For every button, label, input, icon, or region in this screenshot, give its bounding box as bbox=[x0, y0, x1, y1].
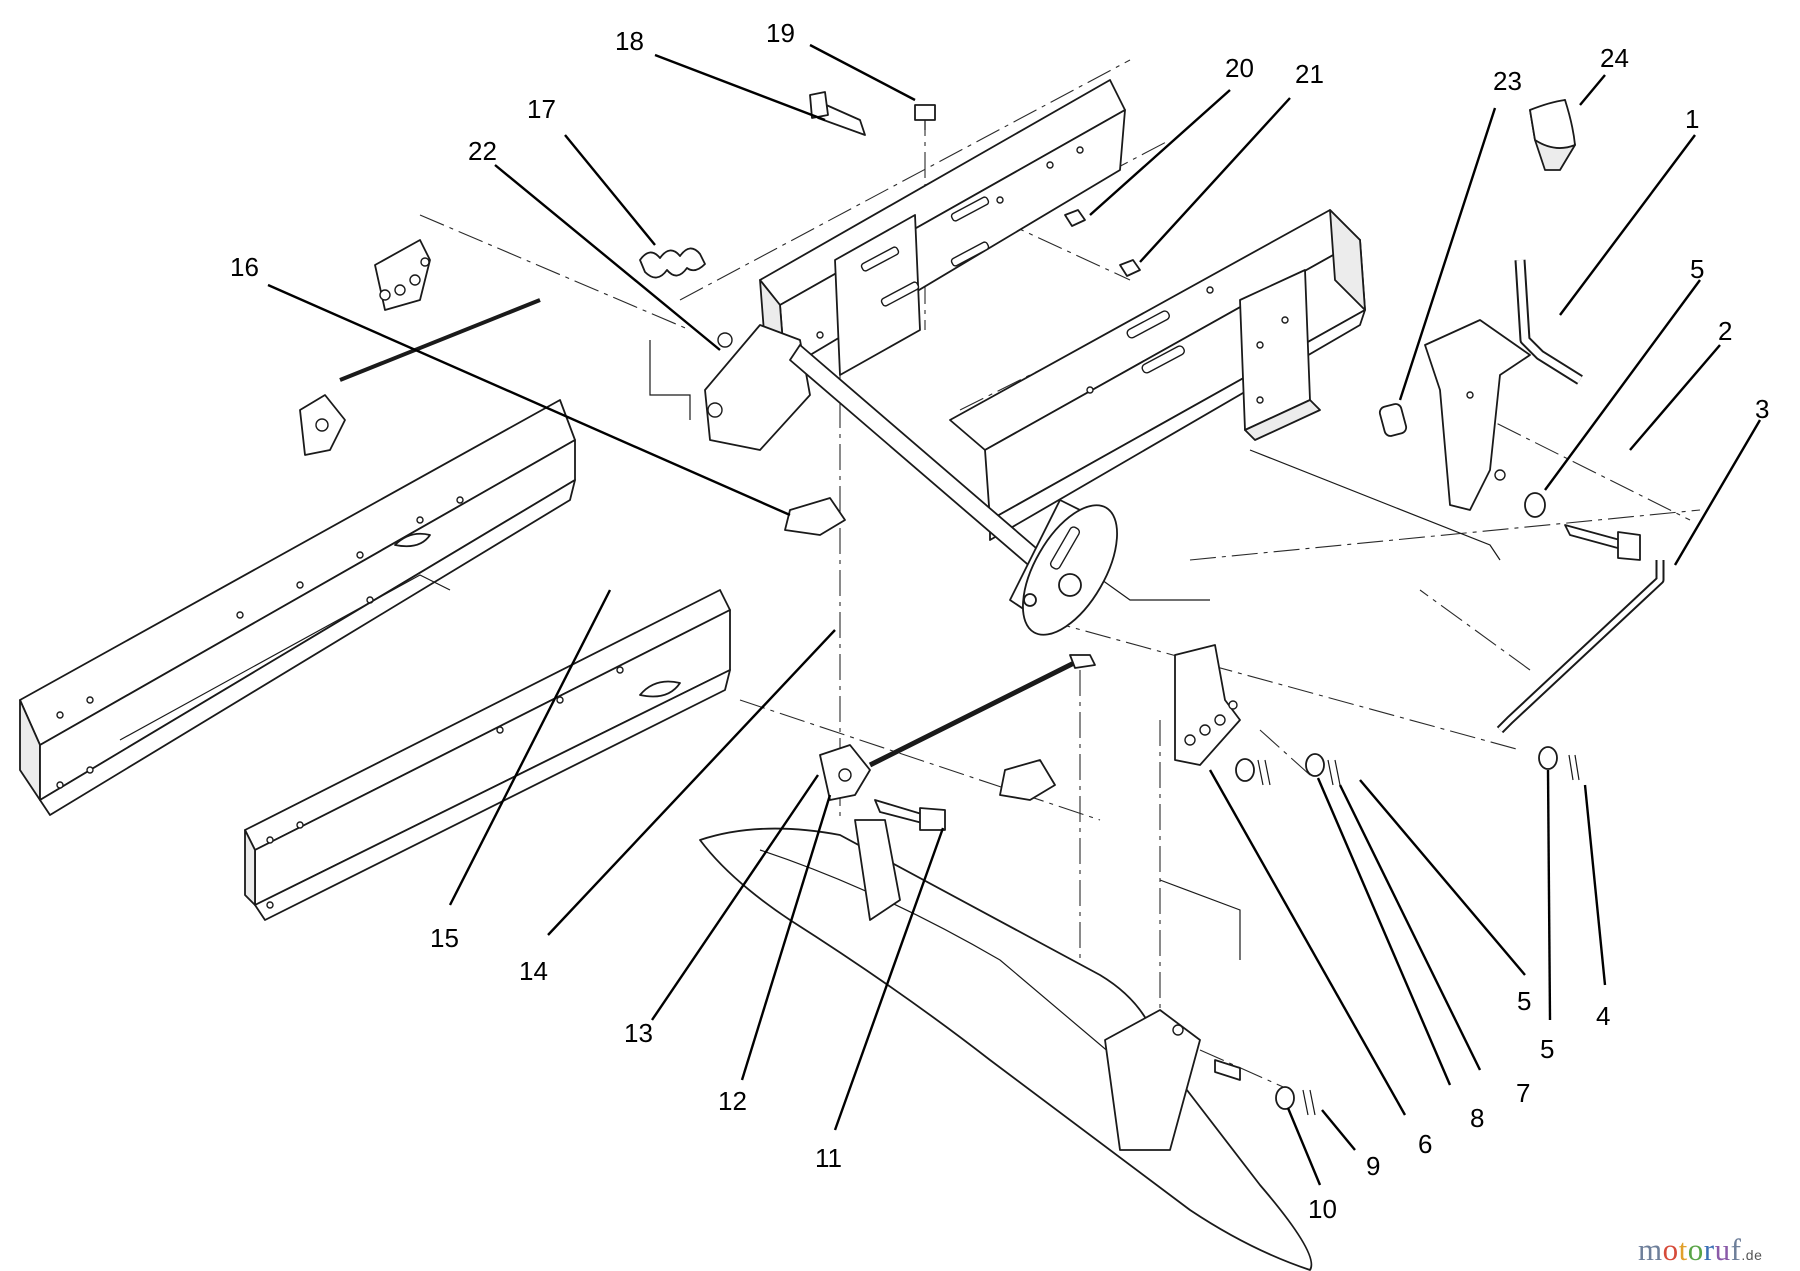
callout-15: 15 bbox=[430, 923, 459, 953]
leader-14 bbox=[547, 629, 836, 936]
watermark-letter: u bbox=[1714, 1232, 1731, 1267]
leader-12 bbox=[740, 794, 832, 1081]
callout-24: 24 bbox=[1600, 43, 1629, 73]
lift-shaft bbox=[704, 324, 1118, 636]
leader-13 bbox=[651, 774, 819, 1021]
leader-6 bbox=[1208, 769, 1407, 1116]
callout-6: 6 bbox=[1418, 1129, 1432, 1159]
leader-1 bbox=[1559, 134, 1696, 316]
callout-23: 23 bbox=[1493, 66, 1522, 96]
watermark-letter: t bbox=[1678, 1232, 1688, 1267]
watermark-letter: r bbox=[1703, 1232, 1715, 1267]
callout-3: 3 bbox=[1755, 394, 1769, 424]
leader-8 bbox=[1316, 777, 1452, 1086]
callout-9: 9 bbox=[1366, 1151, 1380, 1181]
leader-24 bbox=[1579, 74, 1606, 106]
leader-3 bbox=[1673, 419, 1762, 566]
watermark-tld: .de bbox=[1741, 1247, 1763, 1263]
callout-16: 16 bbox=[230, 252, 259, 282]
watermark-letter: f bbox=[1730, 1232, 1742, 1267]
leader-22 bbox=[494, 164, 721, 351]
leader-4 bbox=[1583, 784, 1607, 986]
leader-18 bbox=[654, 53, 826, 122]
callout-5c: 5 bbox=[1517, 986, 1531, 1016]
leader-7 bbox=[1338, 784, 1482, 1071]
leader-19 bbox=[809, 43, 916, 102]
watermark-letter: o bbox=[1687, 1232, 1704, 1267]
leader-10 bbox=[1286, 1107, 1322, 1186]
watermark-text: motoruf bbox=[1638, 1232, 1741, 1267]
callout-22: 22 bbox=[468, 136, 497, 166]
watermark-letter: m bbox=[1638, 1232, 1663, 1267]
small-parts-right bbox=[1378, 403, 1665, 781]
leader-23 bbox=[1398, 107, 1497, 401]
center-frame-rail bbox=[244, 589, 731, 921]
leader-lines bbox=[267, 43, 1762, 1186]
callout-19: 19 bbox=[766, 18, 795, 48]
callout-13: 13 bbox=[624, 1018, 653, 1048]
leader-2 bbox=[1629, 344, 1721, 451]
callout-1: 1 bbox=[1685, 104, 1699, 134]
watermark-letter: o bbox=[1662, 1232, 1679, 1267]
leader-9 bbox=[1321, 1109, 1356, 1151]
lift-lever bbox=[1424, 99, 1583, 511]
leader-15 bbox=[448, 589, 612, 906]
callout-20: 20 bbox=[1225, 53, 1254, 83]
callout-11: 11 bbox=[815, 1143, 842, 1173]
left-adjuster bbox=[299, 239, 541, 456]
callout-4: 4 bbox=[1596, 1001, 1610, 1031]
leader-5b bbox=[1546, 769, 1552, 1021]
callout-7: 7 bbox=[1516, 1078, 1530, 1108]
leader-5c bbox=[1359, 779, 1526, 976]
mower-deck bbox=[699, 819, 1316, 1271]
leader-11 bbox=[833, 827, 945, 1131]
callout-10: 10 bbox=[1308, 1194, 1337, 1224]
callout-12: 12 bbox=[718, 1086, 747, 1116]
leader-20 bbox=[1089, 89, 1231, 216]
leader-17 bbox=[564, 134, 656, 246]
left-frame-rail bbox=[19, 399, 576, 816]
right-crossmember bbox=[949, 209, 1366, 541]
leader-16 bbox=[267, 283, 791, 517]
leader-5a bbox=[1544, 279, 1701, 491]
top-hardware bbox=[639, 91, 1141, 279]
callout-18: 18 bbox=[615, 26, 644, 56]
callout-21: 21 bbox=[1295, 59, 1324, 89]
callout-5b: 5 bbox=[1540, 1034, 1554, 1064]
watermark-logo: motoruf.de bbox=[1638, 1232, 1762, 1268]
front-lift-link bbox=[819, 654, 1096, 831]
callout-5a: 5 bbox=[1690, 254, 1704, 284]
callout-labels: 1 2 3 4 5 5 5 6 7 8 9 10 11 12 13 14 15 … bbox=[230, 18, 1769, 1224]
callout-8: 8 bbox=[1470, 1103, 1484, 1133]
leader-21 bbox=[1139, 97, 1291, 263]
front-adjuster-plate bbox=[784, 497, 1341, 801]
callout-2: 2 bbox=[1718, 316, 1732, 346]
upper-crossmember bbox=[759, 79, 1126, 376]
callout-14: 14 bbox=[519, 956, 548, 986]
callout-17: 17 bbox=[527, 94, 556, 124]
